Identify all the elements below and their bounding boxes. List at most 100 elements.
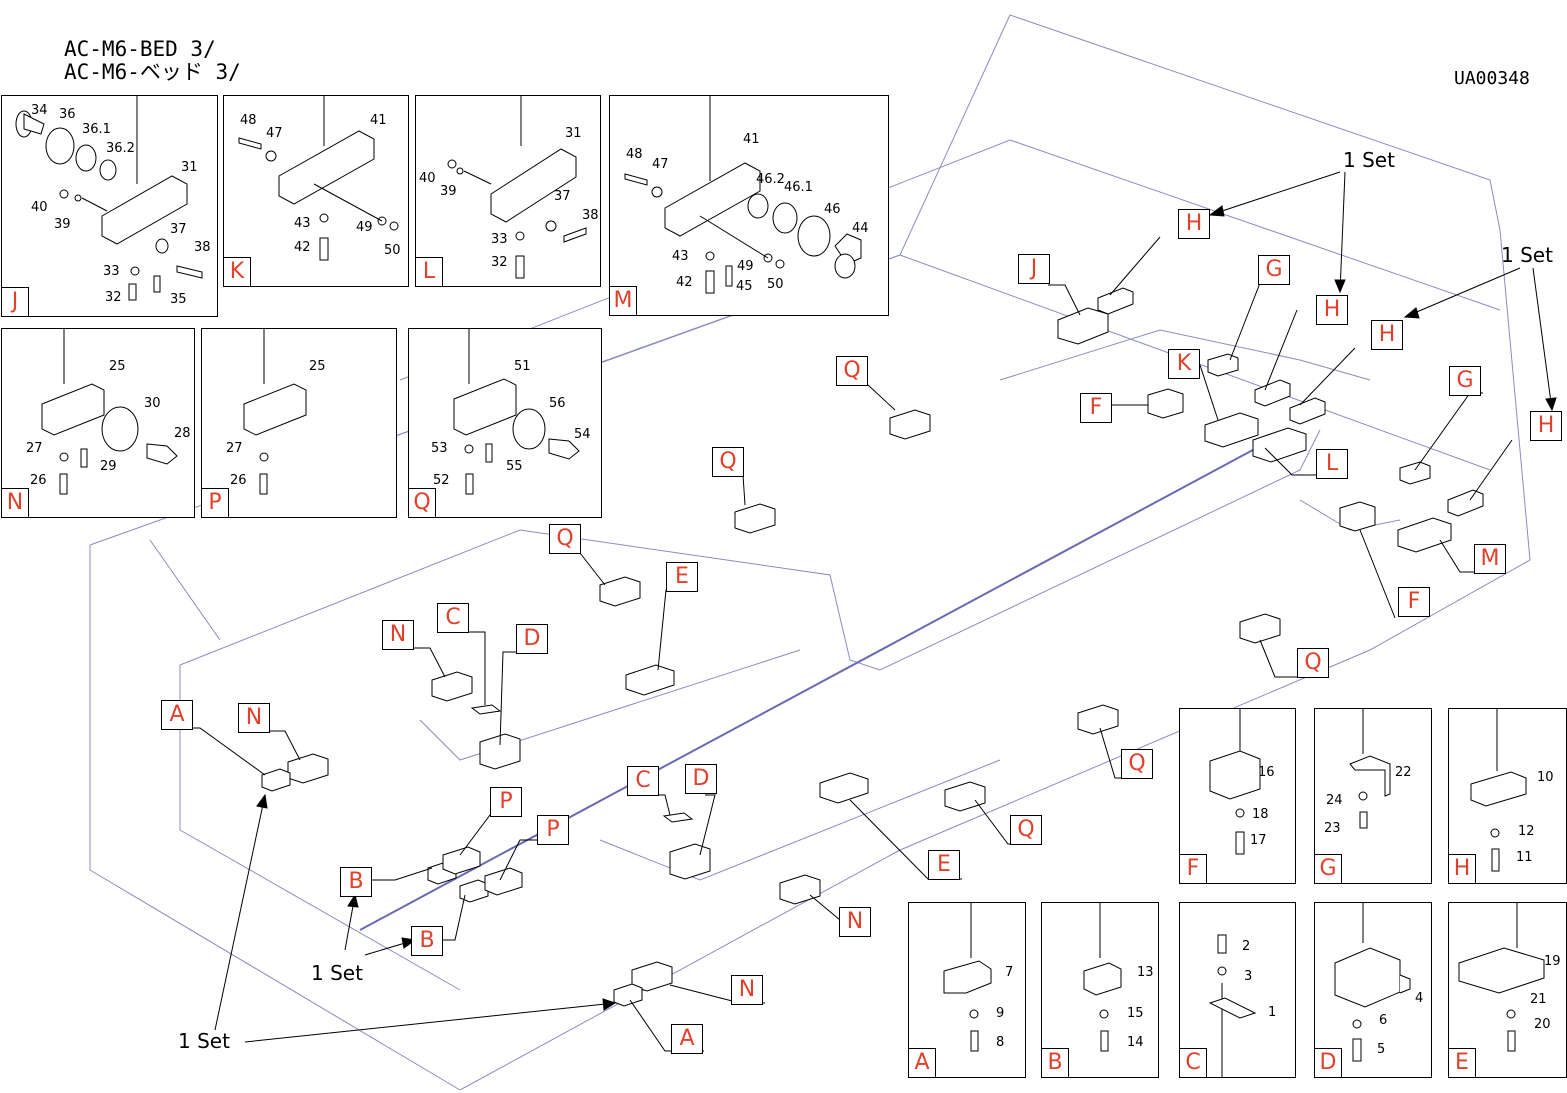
part-number: 49 <box>737 259 754 274</box>
part-number: 32 <box>105 290 122 305</box>
set-label: 1 Set <box>1501 243 1553 267</box>
panel-l-drawing <box>447 96 587 279</box>
callout-tag: A <box>671 1024 703 1054</box>
callout-tag: G <box>1449 366 1481 396</box>
panel-label: C <box>1179 1048 1207 1078</box>
part-number: 10 <box>1537 770 1554 785</box>
panel-f-drawing <box>1209 709 1261 855</box>
part-number: 3 <box>1244 969 1253 984</box>
detail-panel-m: 48 47 41 46.2 46.1 46 44 43 49 42 45 50 … <box>609 95 889 316</box>
callout-tag: N <box>839 907 871 937</box>
part-number: 35 <box>170 292 187 307</box>
part-number: 37 <box>554 189 571 204</box>
callout-tag: L <box>1316 449 1348 479</box>
callout-tag: P <box>537 815 569 845</box>
document-id: UA00348 <box>1454 68 1530 89</box>
panel-e-drawing <box>1458 903 1545 1052</box>
panel-label: N <box>1 488 29 518</box>
callout-tag: F <box>1080 393 1112 423</box>
panel-q-drawing <box>453 329 580 495</box>
callout-tag: B <box>340 867 372 897</box>
callout-tag: G <box>1258 255 1290 285</box>
part-number: 6 <box>1379 1013 1388 1028</box>
callout-tag: Q <box>549 524 581 554</box>
callout-tag: Q <box>712 447 744 477</box>
part-number: 9 <box>996 1006 1005 1021</box>
callout-tag: M <box>1474 544 1506 574</box>
part-number: 33 <box>103 264 120 279</box>
detail-panel-e: 19 21 20 E <box>1448 902 1567 1078</box>
part-number: 38 <box>582 208 599 223</box>
part-number: 38 <box>194 240 211 255</box>
part-number: 36.1 <box>82 122 111 137</box>
panel-label: K <box>223 257 251 287</box>
part-number: 49 <box>356 220 373 235</box>
panel-h-drawing <box>1470 709 1527 872</box>
part-number: 27 <box>226 441 243 456</box>
panel-label: G <box>1314 854 1342 884</box>
detail-panel-d: 4 6 5 D <box>1314 902 1432 1078</box>
part-number: 43 <box>294 216 311 231</box>
detail-panel-g: 22 24 23 G <box>1314 708 1432 884</box>
part-number: 50 <box>767 277 784 292</box>
part-number: 52 <box>433 473 450 488</box>
panel-m-drawing <box>624 96 862 294</box>
part-number: 1 <box>1268 1005 1277 1020</box>
callout-tag: Q <box>1010 815 1042 845</box>
callout-tag: P <box>490 787 522 817</box>
part-number: 18 <box>1252 807 1269 822</box>
callout-tag: Q <box>836 356 868 386</box>
part-number: 50 <box>384 243 401 258</box>
part-number: 30 <box>144 396 161 411</box>
part-number: 40 <box>31 200 48 215</box>
part-number: 51 <box>514 359 531 374</box>
callout-tag: B <box>411 926 443 956</box>
callout-tag: H <box>1530 411 1562 441</box>
callout-tag: F <box>1398 587 1430 617</box>
panel-label: H <box>1448 854 1476 884</box>
set-label: 1 Set <box>178 1029 230 1053</box>
part-number: 54 <box>574 427 591 442</box>
part-number: 11 <box>1516 850 1533 865</box>
part-number: 46.2 <box>756 172 785 187</box>
drawing-title-ja: AC-M6-ベッド 3/ <box>64 60 241 84</box>
callout-tag: N <box>238 703 270 733</box>
mounted-parts <box>261 287 1484 1007</box>
panel-label: J <box>1 287 29 317</box>
callout-tag: D <box>685 764 717 794</box>
part-number: 36 <box>59 107 76 122</box>
part-number: 42 <box>294 240 311 255</box>
detail-panel-c: 2 3 1 C <box>1179 902 1296 1078</box>
panel-label: Q <box>408 488 436 518</box>
drawing-title-en: AC-M6-BED 3/ <box>64 37 216 61</box>
callout-tag: J <box>1018 254 1050 284</box>
panel-k-drawing <box>238 96 399 261</box>
part-number: 13 <box>1137 965 1154 980</box>
part-number: 42 <box>676 275 693 290</box>
detail-panel-b: 13 15 14 B <box>1041 902 1159 1078</box>
part-number: 23 <box>1324 821 1341 836</box>
part-number: 46.1 <box>784 180 813 195</box>
part-number: 7 <box>1005 965 1014 980</box>
detail-panel-k: 48 47 41 43 49 42 50 K <box>223 95 409 287</box>
part-number: 32 <box>491 255 508 270</box>
callout-tag: N <box>731 975 763 1005</box>
part-number: 46 <box>824 202 841 217</box>
part-number: 40 <box>419 171 436 186</box>
callout-tag: E <box>928 850 960 880</box>
panel-p-drawing <box>243 329 307 495</box>
detail-panel-j: 34 36 36.1 36.2 31 40 39 37 38 33 32 35 … <box>1 95 218 317</box>
part-number: 41 <box>743 132 760 147</box>
panel-j-drawing <box>15 96 203 301</box>
part-number: 27 <box>26 441 43 456</box>
part-number: 26 <box>230 473 247 488</box>
part-number: 39 <box>54 217 71 232</box>
part-number: 53 <box>431 441 448 456</box>
part-number: 31 <box>565 126 582 141</box>
panel-label: L <box>415 257 443 287</box>
panel-c-drawing <box>1208 934 1257 1077</box>
callout-tag: H <box>1316 295 1348 325</box>
part-number: 19 <box>1544 954 1561 969</box>
callout-tag: K <box>1168 349 1200 379</box>
panel-label: E <box>1448 1048 1476 1078</box>
